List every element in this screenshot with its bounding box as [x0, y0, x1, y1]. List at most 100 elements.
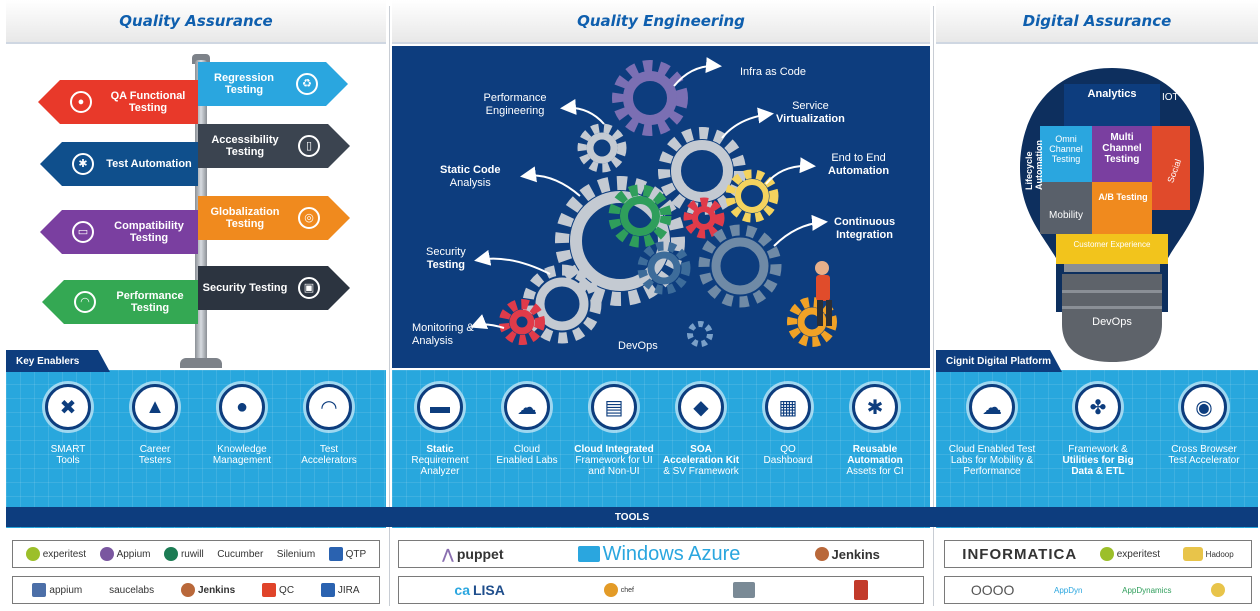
logo-appdyn: AppDyn [1054, 585, 1083, 595]
tools-da-row-1: INFORMATICA experitest Hadoop [944, 540, 1252, 568]
tools-icon: ✖ [45, 384, 91, 430]
tools-qa-row-1: experitest Appium ruwill Cucumber Sileni… [12, 540, 380, 568]
logo-experitest-da: experitest [1099, 547, 1160, 561]
bulb-ab-testing: A/B Testing [1098, 192, 1148, 202]
globe-icon: ◎ [298, 207, 320, 229]
folder-icon: ▬ [417, 384, 463, 430]
bulb-omni-channel: Omni Channel Testing [1049, 134, 1083, 164]
enabler-big-data-utilities: ✤ Framework &Utilities for Big Data & ET… [1052, 384, 1144, 477]
monitor-icon: ▭ [72, 221, 94, 243]
gear-green-icon [608, 184, 672, 248]
label-continuous-integration: Continuous Integration [834, 216, 896, 241]
sign-compatibility-testing: ▭ Compatibility Testing [40, 210, 198, 254]
speedometer-icon: ◠ [306, 384, 352, 430]
sign-test-automation: ✱ Test Automation [40, 142, 198, 186]
gear-icon: ✱ [72, 153, 94, 175]
big-data-icon: ✤ [1075, 384, 1121, 430]
enabler-soa-acceleration-kit: ◆ SOA Acceleration Kit& SV Framework [661, 384, 741, 477]
logo-qc: QC [262, 583, 294, 597]
gear-devops-icon [687, 321, 713, 347]
framework-icon: ▤ [591, 384, 637, 430]
gear-bottom-grey-icon [522, 264, 602, 344]
bulb-multi-channel: Multi Channel Testing [1102, 132, 1142, 165]
bulb-iot: IOT [1162, 92, 1179, 103]
column-divider [389, 6, 390, 606]
gears-illustration [470, 57, 837, 347]
logo-jira: JIRA [320, 583, 360, 597]
sign-qa-functional-testing: ● QA Functional Testing [38, 80, 198, 124]
signpost-base [180, 358, 222, 368]
bulb-customer-experience: Customer Experience [1073, 240, 1151, 249]
logo-chef: chef [603, 583, 634, 597]
sign-performance-testing: ◠ Performance Testing [42, 280, 198, 324]
label-service-virtualization: Service Virtualization [776, 100, 845, 125]
logo-puppet: ⋀puppet [442, 545, 504, 563]
lock-icon: ▣ [298, 277, 320, 299]
recycle-icon: ♻ [296, 73, 318, 95]
tools-da-row-2: OOOO AppDyn AppDynamics [944, 576, 1252, 604]
bulb-analytics: Analytics [1087, 88, 1137, 100]
label-infra-as-code: Infra as Code [740, 66, 807, 78]
gear-small-grey-icon [577, 123, 627, 173]
key-enablers-tab: Key Enablers [6, 350, 110, 372]
tools-qe-row-1: ⋀puppet Windows Azure Jenkins [398, 540, 924, 568]
logo-jmeter-grid [732, 582, 755, 598]
logo-selenium: Silenium [276, 548, 316, 560]
gauge-icon: ◠ [74, 291, 96, 313]
head-icon: ● [219, 384, 265, 430]
gear-blue-icon [698, 224, 782, 308]
logo-saucelabs: saucelabs [109, 584, 155, 596]
logo-appdynamics: AppDynamics [1122, 585, 1172, 595]
logo-hadoop: Hadoop [1182, 547, 1234, 561]
tools-bar: TOOLS [6, 507, 1258, 527]
logo-appium: Appium [99, 547, 150, 561]
person-figure [815, 261, 832, 326]
column-divider [933, 6, 934, 606]
quality-engineering-header: Quality Engineering [392, 0, 930, 44]
bulb-lifecycle-automation: Lifecycle Automation [1024, 140, 1044, 190]
sign-accessibility-testing: Accessibility Testing ▯ [198, 124, 350, 168]
digital-platform-tab: Cignit Digital Platform [936, 350, 1062, 372]
gear-grey-center-icon [658, 127, 746, 215]
sign-security-testing: Security Testing ▣ [198, 266, 350, 310]
label-performance-engineering: Performance Engineering [483, 92, 547, 117]
label-end-to-end-automation: End to End Automation [828, 152, 890, 177]
bulb-mobility: Mobility [1049, 210, 1083, 221]
gears-icon: ✱ [852, 384, 898, 430]
cloud-icon: ☁ [504, 384, 550, 430]
logo-appium-2: appium [32, 583, 82, 597]
logo-jmeter [853, 580, 868, 600]
tools-qa-row-2: appium saucelabs Jenkins QC JIRA [12, 576, 380, 604]
logo-experitest: experitest [25, 547, 86, 561]
logo-chain: OOOO [970, 582, 1015, 598]
gear-dark-blue-icon [637, 241, 691, 295]
digital-assurance-bulb: Analytics IOT Lifecycle Automation Omni … [1012, 62, 1212, 364]
label-static-code-analysis: Static Code Analysis [440, 164, 501, 189]
label-security-testing: Security Testing [426, 246, 466, 271]
sign-regression-testing: Regression Testing ♻ [198, 62, 348, 106]
dashboard-icon: ▦ [765, 384, 811, 430]
bulb-graphic [1020, 68, 1204, 362]
gear-purple-icon [612, 60, 688, 136]
logo-cucumber: Cucumber [217, 548, 264, 560]
browser-icon: ◉ [1181, 384, 1227, 430]
logo-jenkins: Jenkins [180, 583, 235, 597]
cloud-lab-icon: ☁ [969, 384, 1015, 430]
digital-assurance-header: Digital Assurance [936, 0, 1258, 44]
logo-windows-azure: Windows Azure [577, 543, 740, 566]
logo-informatica: INFORMATICA [962, 545, 1078, 563]
graduation-cap-icon: ▲ [132, 384, 178, 430]
